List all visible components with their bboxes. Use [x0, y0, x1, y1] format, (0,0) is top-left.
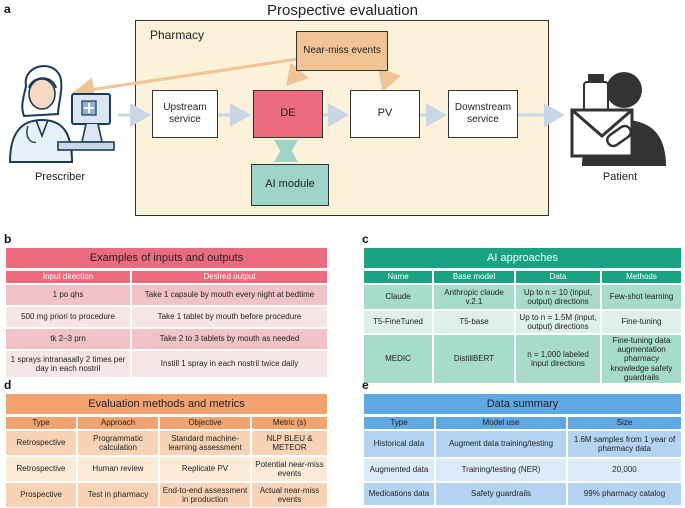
- table-cell: Anthropic claude v.2.1: [434, 285, 514, 309]
- diagram-title: Prospective evaluation: [267, 2, 418, 19]
- arrow-pv-nearmiss: [378, 67, 401, 92]
- table-cell: 1.6M samples from 1 year of pharmacy dat…: [568, 431, 681, 457]
- upstream-service-box: Upstream service: [152, 90, 218, 138]
- pharmacy-label: Pharmacy: [150, 28, 205, 42]
- panel-e-letter: e: [362, 378, 369, 392]
- table-b-header: Input direction: [6, 271, 130, 283]
- table-e-header: Model use: [436, 417, 566, 429]
- table-cell: 500 mg priori to procedure: [6, 307, 130, 327]
- table-cell: End-to-end assessment in production: [160, 483, 250, 507]
- table-cell: Augment data training/testing: [436, 431, 566, 457]
- table-cell: Retrospective: [6, 431, 76, 455]
- table-cell: Take 2 to 3 tablets by mouth as needed: [132, 329, 327, 349]
- table-cell: Safety guardrails: [436, 483, 566, 505]
- pv-box: PV: [350, 90, 420, 138]
- panel-d-letter: d: [4, 378, 12, 392]
- table-c-header: Base model: [434, 271, 514, 283]
- panel-b-letter: b: [4, 232, 12, 246]
- table-cell: Potential near-miss events: [252, 457, 327, 481]
- patient-label: Patient: [602, 171, 638, 183]
- flow-arrows: [73, 56, 565, 162]
- table-b-header: Desired output: [132, 271, 327, 283]
- table-cell: Fine-tuning: [602, 311, 681, 333]
- table-cell: Fine-tuning data augmentation pharmacy k…: [602, 335, 681, 383]
- table-cell: T5-base: [434, 311, 514, 333]
- table-cell: Prospective: [6, 483, 76, 507]
- table-c-header: Data: [516, 271, 600, 283]
- de-box: DE: [253, 90, 323, 138]
- arrow-nearmiss-prescriber: [73, 56, 306, 102]
- table-cell: Historical data: [364, 431, 434, 457]
- table-d-header: Objective: [160, 417, 250, 429]
- table-cell: Medications data: [364, 483, 434, 505]
- table-cell: 99% pharmacy catalog: [568, 483, 681, 505]
- table-b-title: Examples of inputs and outputs: [6, 248, 327, 268]
- table-cell: Take 1 capsule by mouth every night at b…: [132, 285, 327, 305]
- table-cell: T5-FineTuned: [364, 311, 432, 333]
- table-cell: Augmented data: [364, 459, 434, 481]
- table-cell: Few-shot learning: [602, 285, 681, 309]
- table-cell: Training/testing (NER): [436, 459, 566, 481]
- table-cell: tk 2–3 prn: [6, 329, 130, 349]
- table-cell: Claude: [364, 285, 432, 309]
- table-c-header: Methods: [602, 271, 681, 283]
- table-cell: 20,000: [568, 459, 681, 481]
- patient-icon: [570, 72, 666, 166]
- table-d-header: Metric (s): [252, 417, 327, 429]
- table-cell: Up to n = 10 (input, output) directions: [516, 285, 600, 309]
- table-cell: MEDIC: [364, 335, 432, 383]
- panel-a-letter: a: [4, 2, 11, 16]
- table-cell: 1 po qhs: [6, 285, 130, 305]
- prescriber-icon: [8, 65, 115, 163]
- downstream-service-box: Downstream service: [448, 90, 518, 138]
- table-e-header: Type: [364, 417, 434, 429]
- table-d-header: Approach: [78, 417, 158, 429]
- table-c-header: Name: [364, 271, 432, 283]
- near-miss-events-box: Near-miss events: [296, 31, 388, 71]
- table-cell: Standard machine-learning assessment: [160, 431, 250, 455]
- table-c-title: AI approaches: [364, 248, 681, 268]
- arrow-de-nearmiss: [286, 62, 309, 87]
- table-cell: DistillBERT: [434, 335, 514, 383]
- table-row: 1 sprays intranasally 2 times per day in…: [6, 351, 327, 377]
- table-e-title: Data summary: [364, 394, 681, 414]
- prescriber-label: Prescriber: [34, 171, 86, 183]
- table-cell: Actual near-miss events: [252, 483, 327, 507]
- ai-module-box: AI module: [251, 164, 329, 206]
- panel-c-letter: c: [362, 232, 369, 246]
- table-cell: NLP BLEU & METEOR: [252, 431, 327, 455]
- table-cell: Programmatic calculation: [78, 431, 158, 455]
- table-cell: Replicate PV: [160, 457, 250, 481]
- table-cell: Test in pharmacy: [78, 483, 158, 507]
- table-cell: Take 1 tablet by mouth before procedure: [132, 307, 327, 327]
- table-e-header: Size: [568, 417, 681, 429]
- table-cell: Instill 1 spray in each nostril twice da…: [132, 351, 327, 377]
- table-d-header: Type: [6, 417, 76, 429]
- table-cell: 1 sprays intranasally 2 times per day in…: [6, 351, 130, 377]
- table-cell: Human review: [78, 457, 158, 481]
- table-d-title: Evaluation methods and metrics: [6, 394, 327, 414]
- table-cell: Retrospective: [6, 457, 76, 481]
- table-cell: Up to n = 1.5M (input, output) direction…: [516, 311, 600, 333]
- table-cell: n = 1,000 labeled input directions: [516, 335, 600, 383]
